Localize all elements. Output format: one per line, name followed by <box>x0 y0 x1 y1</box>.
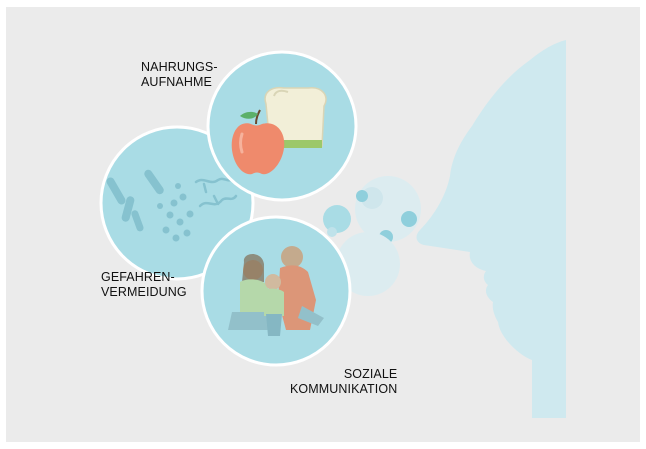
bacteria-icon <box>106 169 194 242</box>
scent-bubbles <box>323 176 421 296</box>
family-icon <box>228 246 324 336</box>
label-danger-avoidance: GEFAHREN- VERMEIDUNG <box>101 270 187 300</box>
label-danger-avoidance-line1: GEFAHREN- <box>101 270 175 284</box>
food-intake-circle <box>206 50 358 202</box>
label-food-intake-line2: AUFNAHME <box>141 75 212 89</box>
social-communication-circle <box>200 215 352 367</box>
danger-avoidance-circle <box>99 125 255 281</box>
face-silhouette <box>416 40 566 418</box>
label-danger-avoidance-line2: VERMEIDUNG <box>101 285 187 299</box>
label-social-communication-line1: SOZIALE <box>343 367 398 381</box>
label-food-intake: NAHRUNGS- AUFNAHME <box>141 60 218 90</box>
label-social-communication: SOZIALE KOMMUNIKATION <box>290 367 397 397</box>
label-food-intake-line1: NAHRUNGS- <box>141 60 218 74</box>
label-social-communication-line2: KOMMUNIKATION <box>290 382 398 396</box>
apple-icon <box>231 109 285 175</box>
virus-squiggle-icon <box>194 176 238 208</box>
